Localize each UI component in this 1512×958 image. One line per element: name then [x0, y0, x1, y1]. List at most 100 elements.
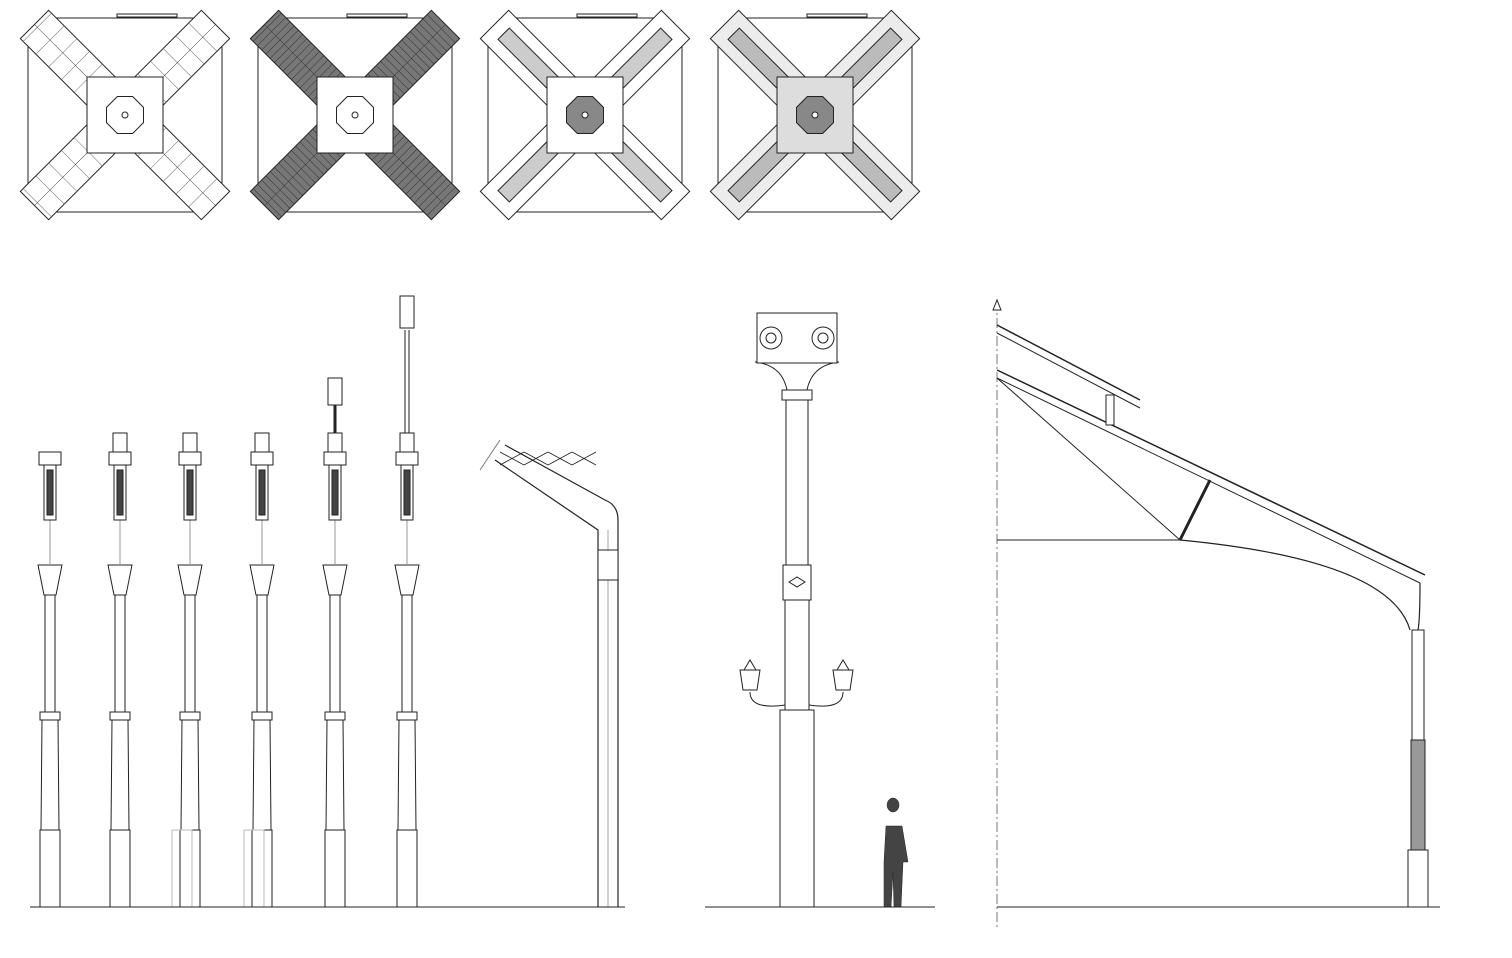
post-base	[39, 829, 61, 908]
lantern-head	[395, 451, 419, 466]
post-base	[396, 829, 418, 908]
pedestal-collar	[39, 711, 61, 721]
lantern-arm-left	[749, 691, 786, 707]
truss-diagonal	[571, 451, 597, 466]
band-diamond	[788, 576, 806, 588]
axis-marker	[992, 298, 1002, 311]
lantern-crest	[254, 432, 270, 453]
lantern-glass	[116, 469, 124, 516]
lantern-head	[250, 451, 274, 466]
pedestal-collar	[324, 711, 346, 721]
roof-plan-3	[479, 9, 691, 221]
pedestal-collar	[396, 711, 418, 721]
column-base	[779, 709, 815, 908]
ornamental-column	[739, 312, 854, 908]
lantern-head	[178, 451, 202, 466]
post-pedestal	[397, 719, 417, 831]
pole-outline	[494, 444, 619, 907]
post-base	[109, 829, 131, 908]
upper-glazing-edge	[996, 332, 1141, 409]
post-pedestal	[40, 719, 60, 831]
lantern-glass	[258, 469, 266, 516]
column-lower-shaft	[784, 599, 810, 711]
post-shaft	[44, 594, 56, 713]
lamp-post-5	[322, 377, 348, 908]
lantern-crest	[182, 432, 198, 453]
upper-glazing	[996, 324, 1141, 401]
roof-rafter	[996, 369, 1426, 576]
pedestal-collar	[179, 711, 201, 721]
column-shaft	[1411, 629, 1425, 741]
column-base	[1407, 849, 1429, 908]
roof-plan-4	[709, 9, 921, 221]
scroll-ornament	[817, 332, 829, 344]
post-pedestal	[252, 719, 272, 831]
post-shaft	[114, 594, 126, 713]
lantern-head	[323, 451, 347, 466]
post-base	[179, 829, 201, 908]
central-point	[581, 111, 589, 119]
lantern-cap-left	[743, 659, 757, 671]
column-band	[782, 564, 812, 601]
pole-plate	[597, 549, 619, 581]
scale-figure	[883, 797, 909, 908]
plan-bench	[116, 13, 178, 18]
post-capital	[249, 564, 275, 596]
post-capital	[394, 564, 420, 596]
post-pedestal	[180, 719, 200, 831]
lantern-head	[108, 451, 132, 466]
lantern-crest	[112, 432, 128, 453]
person-icon	[883, 797, 909, 908]
head-box	[756, 312, 838, 364]
finial-sign	[327, 377, 343, 406]
lantern-left	[739, 669, 761, 691]
vertical-strut	[1178, 479, 1212, 541]
lantern-crest	[327, 432, 343, 453]
lantern-glass	[331, 469, 339, 516]
column-collar	[781, 389, 813, 401]
scroll-ornament	[811, 326, 835, 350]
head-bracket	[754, 361, 840, 391]
plan-bench	[346, 13, 408, 18]
lantern-head	[38, 451, 62, 466]
plan-bench	[576, 13, 638, 18]
truss-diagonal	[547, 451, 573, 466]
post-shaft	[256, 594, 268, 713]
lantern-cap-right	[836, 659, 850, 671]
lantern-glass	[186, 469, 194, 516]
plan-bench	[806, 13, 868, 18]
pedestal-collar	[251, 711, 273, 721]
truss-diagonal	[523, 451, 549, 466]
post-capital	[177, 564, 203, 596]
lamp-post-3	[171, 432, 203, 908]
finial-sign	[399, 295, 415, 329]
post-pedestal	[325, 719, 345, 831]
hanger	[1105, 394, 1115, 426]
scroll-ornament	[765, 332, 777, 344]
bracket-outer	[1417, 582, 1421, 631]
central-point	[121, 111, 129, 119]
lamp-post-6	[394, 295, 420, 908]
lantern-glass	[46, 469, 54, 516]
central-point	[811, 111, 819, 119]
pedestal-collar	[109, 711, 131, 721]
lantern-crest	[399, 432, 415, 453]
column-fluted	[1410, 739, 1426, 851]
lantern-arm-right	[808, 691, 844, 707]
roof-plan-1	[19, 9, 231, 221]
lantern-glass	[403, 469, 411, 516]
truss-pole	[479, 439, 619, 907]
truss-end	[479, 439, 501, 471]
post-shaft	[184, 594, 196, 713]
post-capital	[107, 564, 133, 596]
post-capital	[37, 564, 63, 596]
post-capital	[322, 564, 348, 596]
central-point	[351, 111, 359, 119]
diagonal-strut	[996, 377, 1181, 541]
post-base	[251, 829, 273, 908]
lamp-post-2	[107, 432, 133, 908]
roof-plan-2	[249, 9, 461, 221]
post-pedestal	[110, 719, 130, 831]
post-shaft	[401, 594, 413, 713]
